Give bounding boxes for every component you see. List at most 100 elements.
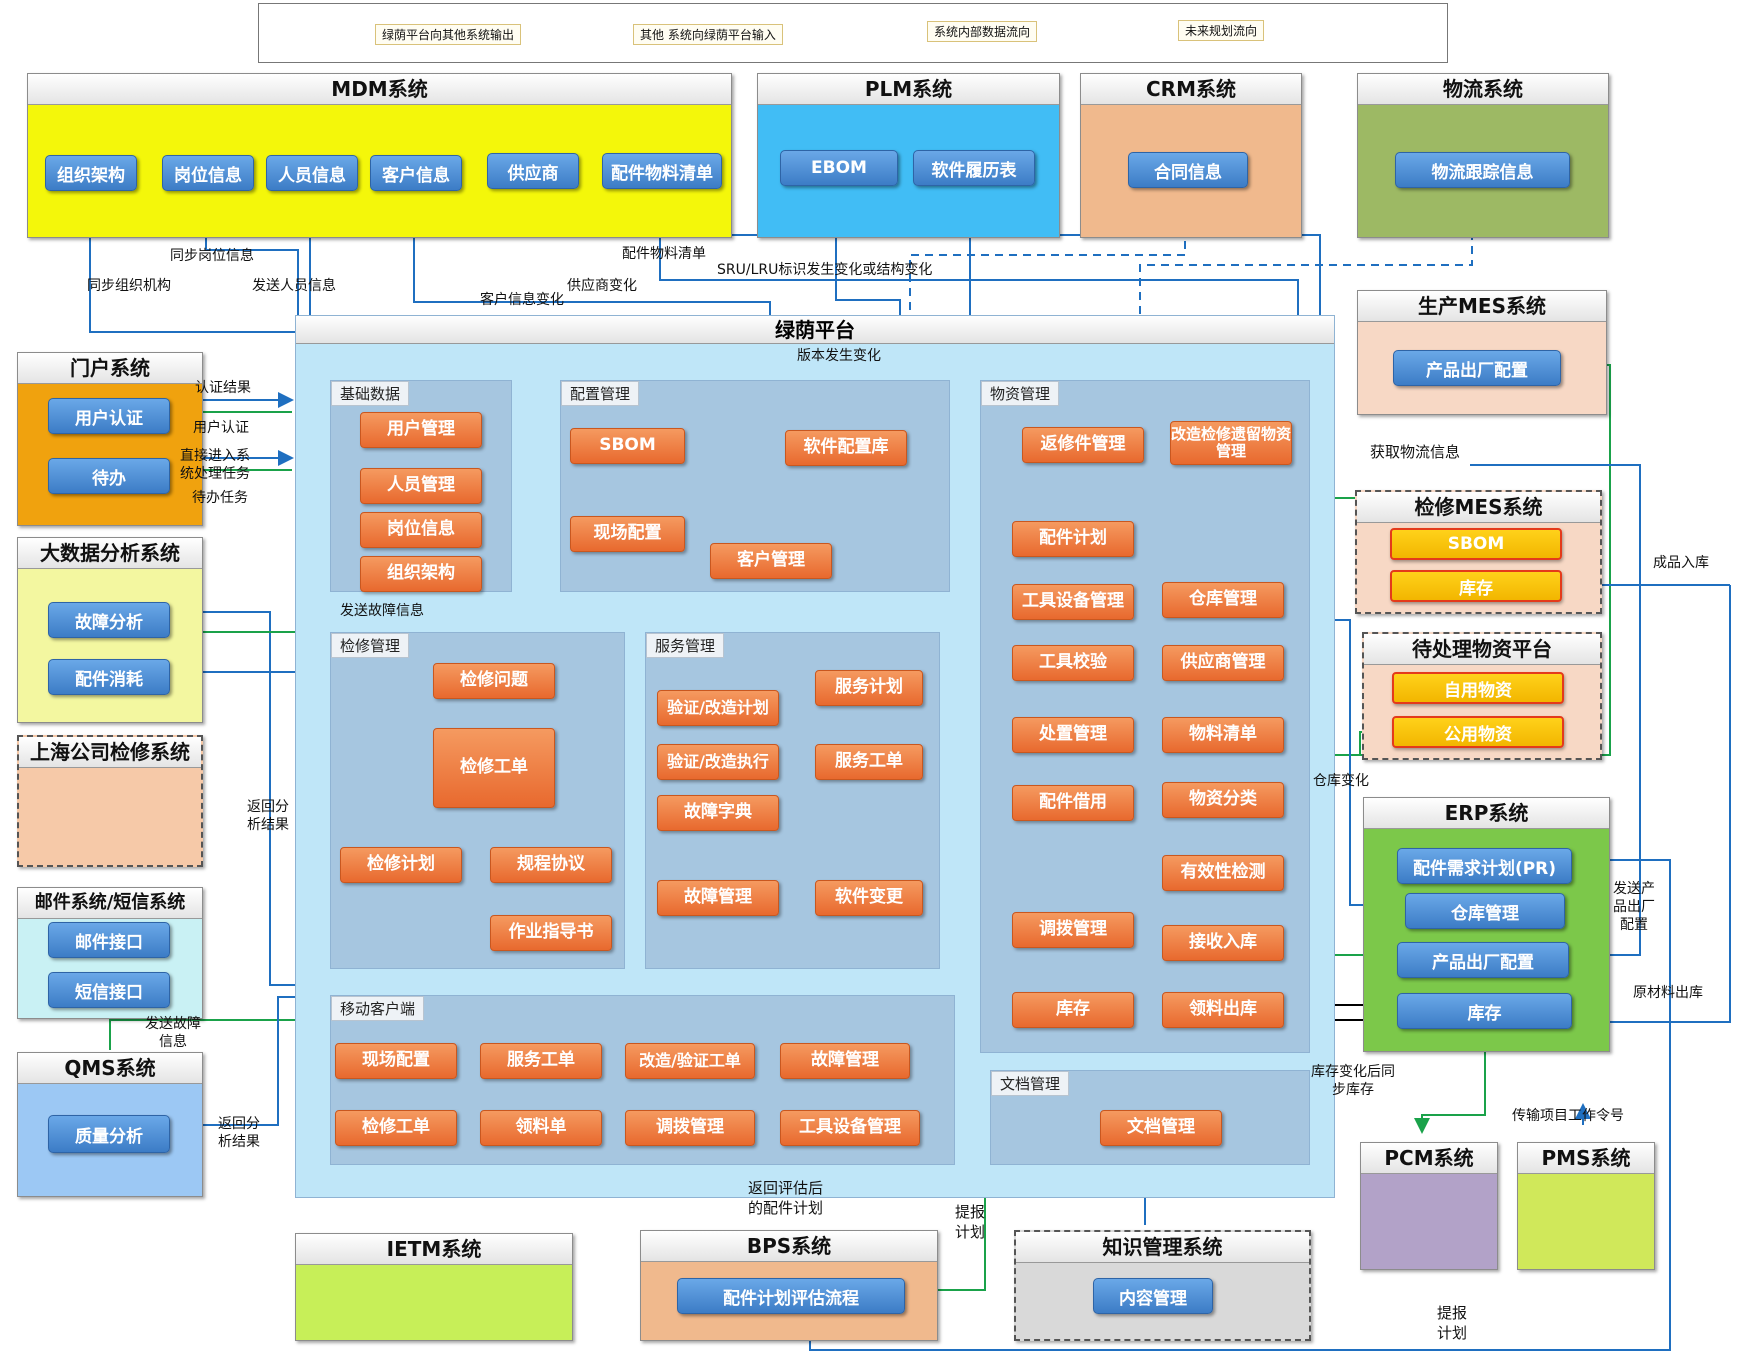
mat-disposal-mgmt[interactable]: 处置管理 [1012, 717, 1134, 753]
mdm-customer-info[interactable]: 客户信息 [370, 155, 462, 191]
mat-receiving[interactable]: 接收入库 [1162, 925, 1284, 961]
label-sync-inventory-line1: 库存变化后同 [1311, 1064, 1395, 1080]
mobile-material-request[interactable]: 领料单 [480, 1110, 602, 1146]
mail-sms-title: 邮件系统/短信系统 [18, 888, 202, 919]
mdm-supplier[interactable]: 供应商 [487, 153, 579, 189]
service-fault-dictionary[interactable]: 故障字典 [657, 795, 779, 831]
mat-parts-lending[interactable]: 配件借用 [1012, 785, 1134, 821]
config-field-config[interactable]: 现场配置 [570, 516, 685, 552]
label-warehouse-change: 仓库变化 [1313, 773, 1369, 789]
pcm-title: PCM系统 [1361, 1143, 1497, 1174]
service-validation-plan[interactable]: 验证/改造计划 [657, 690, 779, 726]
label-submit-plan-2-line2: 计划 [1437, 1324, 1468, 1342]
production-mes-factory-config[interactable]: 产品出厂配置 [1393, 350, 1561, 386]
portal-user-auth[interactable]: 用户认证 [48, 398, 170, 434]
pending-public-use[interactable]: 公用物资 [1392, 716, 1564, 748]
doc-management[interactable]: 文档管理 [1100, 1110, 1222, 1146]
service-software-change[interactable]: 软件变更 [815, 880, 923, 916]
label-send-fault-info: 发送故障信息 [340, 603, 424, 619]
erp-inventory[interactable]: 库存 [1397, 993, 1572, 1029]
config-sbom[interactable]: SBOM [570, 428, 685, 464]
mdm-personnel-info[interactable]: 人员信息 [266, 155, 358, 191]
bigdata-fault-analysis[interactable]: 故障分析 [48, 602, 170, 638]
mobile-fault-mgmt[interactable]: 故障管理 [780, 1043, 910, 1079]
shanghai-title: 上海公司检修系统 [19, 737, 201, 768]
repair-plan[interactable]: 检修计划 [340, 847, 462, 883]
qms-quality-analysis[interactable]: 质量分析 [48, 1115, 170, 1153]
service-plan[interactable]: 服务计划 [815, 670, 923, 706]
label-sync-org: 同步组织机构 [87, 278, 171, 294]
mat-supplier-mgmt[interactable]: 供应商管理 [1162, 645, 1284, 681]
mat-parts-plan[interactable]: 配件计划 [1012, 521, 1134, 557]
mat-classification[interactable]: 物资分类 [1162, 782, 1284, 818]
doc-mgmt-title: 文档管理 [991, 1071, 1070, 1096]
mat-material-issue[interactable]: 领料出库 [1162, 992, 1284, 1028]
plm-ebom[interactable]: EBOM [780, 150, 898, 186]
mat-tool-calibration[interactable]: 工具校验 [1012, 645, 1134, 681]
crm-contract-info[interactable]: 合同信息 [1128, 152, 1248, 188]
pending-self-use[interactable]: 自用物资 [1392, 672, 1564, 704]
mobile-transfer-mgmt[interactable]: 调拨管理 [625, 1110, 755, 1146]
mobile-validation-order[interactable]: 改造/验证工单 [625, 1043, 755, 1079]
basic-org-structure[interactable]: 组织架构 [360, 556, 482, 592]
knowledge-title: 知识管理系统 [1016, 1232, 1309, 1263]
label-finished-storage: 成品入库 [1653, 555, 1709, 571]
sms-interface[interactable]: 短信接口 [48, 972, 170, 1008]
mat-inventory[interactable]: 库存 [1012, 992, 1134, 1028]
config-software-library[interactable]: 软件配置库 [785, 430, 907, 466]
repair-mes-inventory[interactable]: 库存 [1390, 570, 1562, 602]
repair-work-order[interactable]: 检修工单 [433, 728, 555, 808]
label-version-change: 版本发生变化 [797, 348, 881, 364]
mobile-tool-equipment[interactable]: 工具设备管理 [780, 1110, 920, 1146]
bps-title: BPS系统 [641, 1231, 937, 1262]
mat-legacy-materials[interactable]: 改造检修遗留物资管理 [1170, 421, 1292, 465]
mobile-service-order[interactable]: 服务工单 [480, 1043, 602, 1079]
repair-work-instruction[interactable]: 作业指导书 [490, 915, 612, 951]
label-return-evaluated-plan-line2: 的配件计划 [748, 1199, 824, 1217]
knowledge-content-mgmt[interactable]: 内容管理 [1093, 1278, 1213, 1314]
basic-position-info[interactable]: 岗位信息 [360, 512, 482, 548]
mat-transfer-mgmt[interactable]: 调拨管理 [1012, 912, 1134, 948]
mdm-org-structure[interactable]: 组织架构 [45, 155, 137, 191]
mail-interface[interactable]: 邮件接口 [48, 922, 170, 958]
mobile-repair-order[interactable]: 检修工单 [335, 1110, 457, 1146]
service-fault-mgmt[interactable]: 故障管理 [657, 880, 779, 916]
basic-personnel-mgmt[interactable]: 人员管理 [360, 468, 482, 504]
label-send-fault-qms-line1: 发送故障 [145, 1016, 201, 1032]
bigdata-parts-consumption[interactable]: 配件消耗 [48, 659, 170, 695]
crm-title: CRM系统 [1081, 74, 1301, 105]
label-submit-plan-1: 提报 计划 [955, 1202, 985, 1242]
bps-parts-plan-evaluation[interactable]: 配件计划评估流程 [677, 1278, 905, 1314]
label-get-logistics: 获取物流信息 [1370, 443, 1461, 461]
mdm-parts-bom[interactable]: 配件物料清单 [602, 153, 722, 189]
mat-validity-check[interactable]: 有效性检测 [1162, 855, 1284, 891]
repair-protocol[interactable]: 规程协议 [490, 847, 612, 883]
mat-repair-parts[interactable]: 返修件管理 [1022, 427, 1144, 463]
label-sync-inventory: 库存变化后同 步库存 [1311, 1063, 1395, 1099]
plm-software-history[interactable]: 软件履历表 [913, 150, 1035, 186]
portal-title: 门户系统 [18, 353, 202, 384]
repair-mes-sbom[interactable]: SBOM [1390, 528, 1562, 560]
legend-green-label: 绿荫平台向其他系统输出 [375, 24, 522, 45]
erp-factory-config[interactable]: 产品出厂配置 [1397, 942, 1569, 978]
mat-tool-equipment[interactable]: 工具设备管理 [1012, 584, 1134, 620]
logistics-tracking-info[interactable]: 物流跟踪信息 [1395, 152, 1570, 188]
erp-parts-pr[interactable]: 配件需求计划(PR) [1397, 848, 1572, 884]
label-return-analysis-1-line1: 返回分 [247, 799, 289, 815]
mdm-position-info[interactable]: 岗位信息 [162, 155, 254, 191]
service-validation-exec[interactable]: 验证/改造执行 [657, 744, 779, 780]
mobile-field-config[interactable]: 现场配置 [335, 1043, 457, 1079]
erp-warehouse-mgmt[interactable]: 仓库管理 [1405, 893, 1565, 929]
legend-blue-label: 其他 系统向绿荫平台输入 [633, 24, 783, 45]
service-work-order[interactable]: 服务工单 [815, 744, 923, 780]
crm-system: CRM系统 [1080, 73, 1302, 238]
repair-issue[interactable]: 检修问题 [433, 663, 555, 699]
basic-user-mgmt[interactable]: 用户管理 [360, 412, 482, 448]
mat-warehouse-mgmt[interactable]: 仓库管理 [1162, 582, 1284, 618]
mat-bom[interactable]: 物料清单 [1162, 717, 1284, 753]
label-return-analysis-2: 返回分 析结果 [218, 1115, 260, 1151]
portal-todo[interactable]: 待办 [48, 458, 170, 494]
config-customer-mgmt[interactable]: 客户管理 [710, 543, 832, 579]
label-sync-position: 同步岗位信息 [170, 248, 254, 264]
label-supplier-change: 供应商变化 [567, 278, 637, 294]
